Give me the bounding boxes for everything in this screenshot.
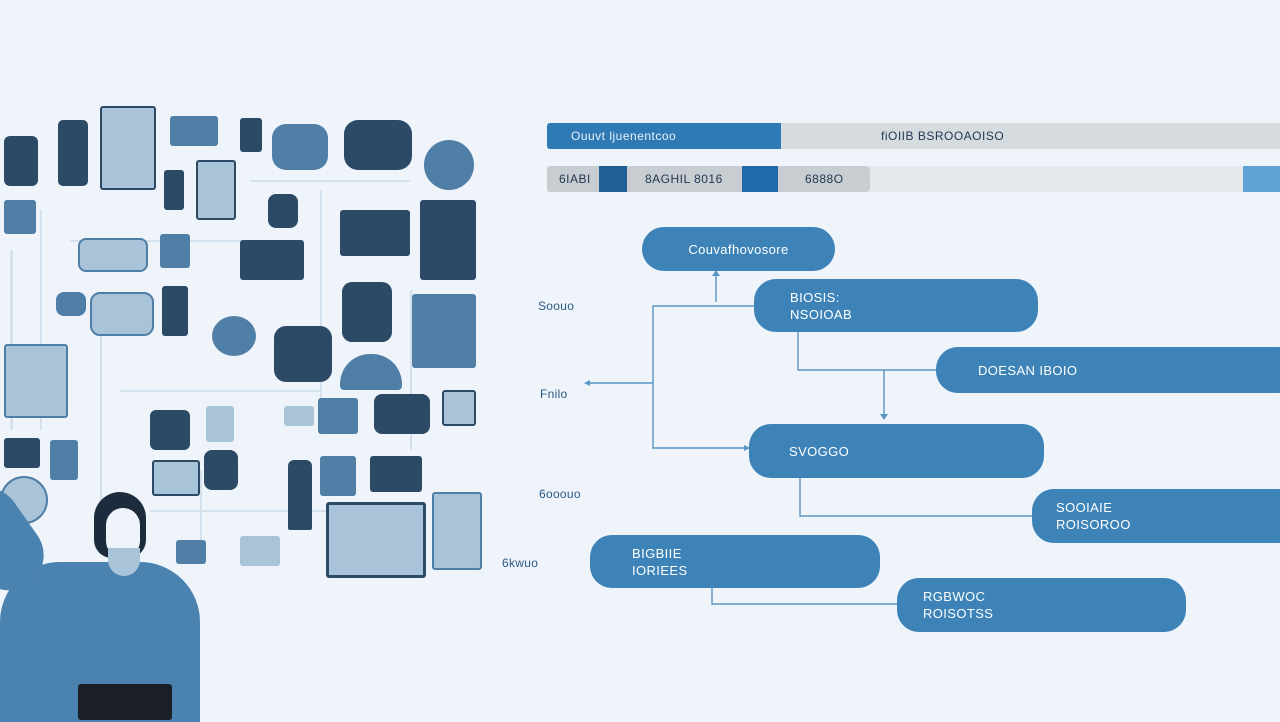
headphones-icon	[344, 120, 412, 170]
segment	[599, 166, 627, 192]
cable-line	[200, 470, 202, 550]
cable-line	[40, 210, 42, 430]
person-collar	[108, 548, 140, 576]
camera-icon	[342, 282, 392, 342]
speaker-icon	[162, 286, 188, 336]
sensor-icon	[206, 406, 234, 442]
node-label: BIGBIIE	[632, 545, 682, 561]
robot-icon	[274, 326, 332, 382]
segment	[627, 166, 742, 192]
segment-label: 6IABI	[559, 172, 591, 186]
cable-line	[320, 190, 322, 420]
devices-illustration	[0, 90, 490, 722]
phone-icon	[58, 120, 88, 186]
flow-node: BIOSIS: NSOIOAB	[754, 279, 1038, 332]
node-label: ROISOTSS	[923, 606, 994, 621]
monitor-icon	[4, 200, 36, 234]
bottle-icon	[288, 460, 312, 530]
side-label: 6ooouo	[539, 487, 581, 501]
server-icon	[420, 200, 476, 280]
top-bar-left-label: Ouuvt ljuenentcoo	[571, 129, 677, 143]
phone-icon	[50, 440, 78, 480]
segment-label: 6888O	[805, 172, 844, 186]
progress-fill	[547, 123, 781, 149]
card-icon	[284, 406, 314, 426]
router-icon	[160, 234, 190, 268]
progress-bar-top: Ouuvt ljuenentcoo fiOIIB BSROOAOISO	[547, 123, 1280, 149]
segmented-bar: 6IABI 8AGHIL 8016 6888O	[547, 166, 1280, 192]
appliance-icon	[412, 294, 476, 368]
bag-icon	[204, 450, 238, 490]
cable-line	[150, 510, 410, 512]
person-legs	[78, 684, 172, 720]
cable-line	[120, 390, 320, 392]
connector-line	[711, 588, 897, 605]
flow-node-root: Couvafhovosore	[642, 227, 835, 271]
node-label: SOOIAIE	[1056, 500, 1113, 515]
arrow-head	[880, 414, 888, 420]
padlock-icon	[4, 136, 38, 186]
monitor-icon	[152, 460, 200, 496]
calendar-icon	[4, 438, 40, 468]
top-bar-right-label: fiOIIB BSROOAOISO	[881, 129, 1005, 143]
camera-icon	[374, 394, 430, 434]
segment	[778, 166, 870, 192]
headphones-icon	[272, 124, 328, 170]
cable-line	[410, 290, 412, 450]
box-icon	[318, 398, 358, 434]
ball-icon	[212, 316, 256, 356]
connector-line	[797, 332, 936, 371]
globe-icon	[424, 140, 474, 190]
flow-node: SOOIAIE ROISOROO	[1032, 489, 1280, 543]
side-label: 6kwuo	[502, 556, 539, 570]
segment-label: 8AGHIL 8016	[645, 172, 723, 186]
segment	[742, 166, 778, 192]
camera-icon	[320, 456, 356, 496]
circuit-board-icon	[326, 502, 426, 578]
mouse-icon	[56, 292, 86, 316]
node-label: RGBWOC	[923, 589, 986, 604]
envelope-icon	[170, 116, 218, 146]
laptop-icon	[340, 210, 410, 256]
node-label: NSOIOAB	[790, 306, 853, 322]
segment	[547, 166, 599, 192]
connector-line	[799, 478, 1032, 517]
flow-node: DOESAN IBOIO	[936, 347, 1280, 393]
keyboard-icon	[240, 536, 280, 566]
remote-icon	[164, 170, 184, 210]
cable-line	[100, 330, 102, 530]
segment	[1243, 166, 1280, 192]
node-label: IORIEES	[632, 562, 688, 578]
node-label: ROISOROO	[1056, 517, 1131, 532]
chip-icon	[176, 540, 206, 564]
monitor-icon	[240, 240, 304, 280]
arrow-head	[584, 380, 590, 386]
flow-node: SVOGGO	[749, 424, 1044, 478]
circuit-board-icon	[4, 344, 68, 418]
camera-icon	[150, 410, 190, 450]
laptop-icon	[370, 456, 422, 492]
flow-node: RGBWOC ROISOTSS	[897, 578, 1186, 632]
tangle-icon	[90, 292, 154, 336]
side-label: Soouo	[538, 299, 575, 313]
node-label: SVOGGO	[789, 443, 850, 459]
gamepad-icon	[78, 238, 148, 272]
flow-node: BIGBIIE IORIEES	[590, 535, 880, 588]
speaker-icon	[442, 390, 476, 426]
node-label: Couvafhovosore	[688, 241, 789, 257]
cable-line	[250, 180, 410, 182]
camera-icon	[268, 194, 298, 228]
battery-icon	[240, 118, 262, 152]
node-label: BIOSIS:	[790, 289, 840, 305]
tablet-icon	[196, 160, 236, 220]
connector-line	[652, 305, 754, 449]
side-label: Fnilo	[540, 387, 568, 401]
dome-icon	[340, 354, 402, 390]
node-label: DOESAN IBOIO	[978, 362, 1078, 378]
tablet-icon	[432, 492, 482, 570]
cable-line	[10, 250, 13, 430]
document-icon	[100, 106, 156, 190]
